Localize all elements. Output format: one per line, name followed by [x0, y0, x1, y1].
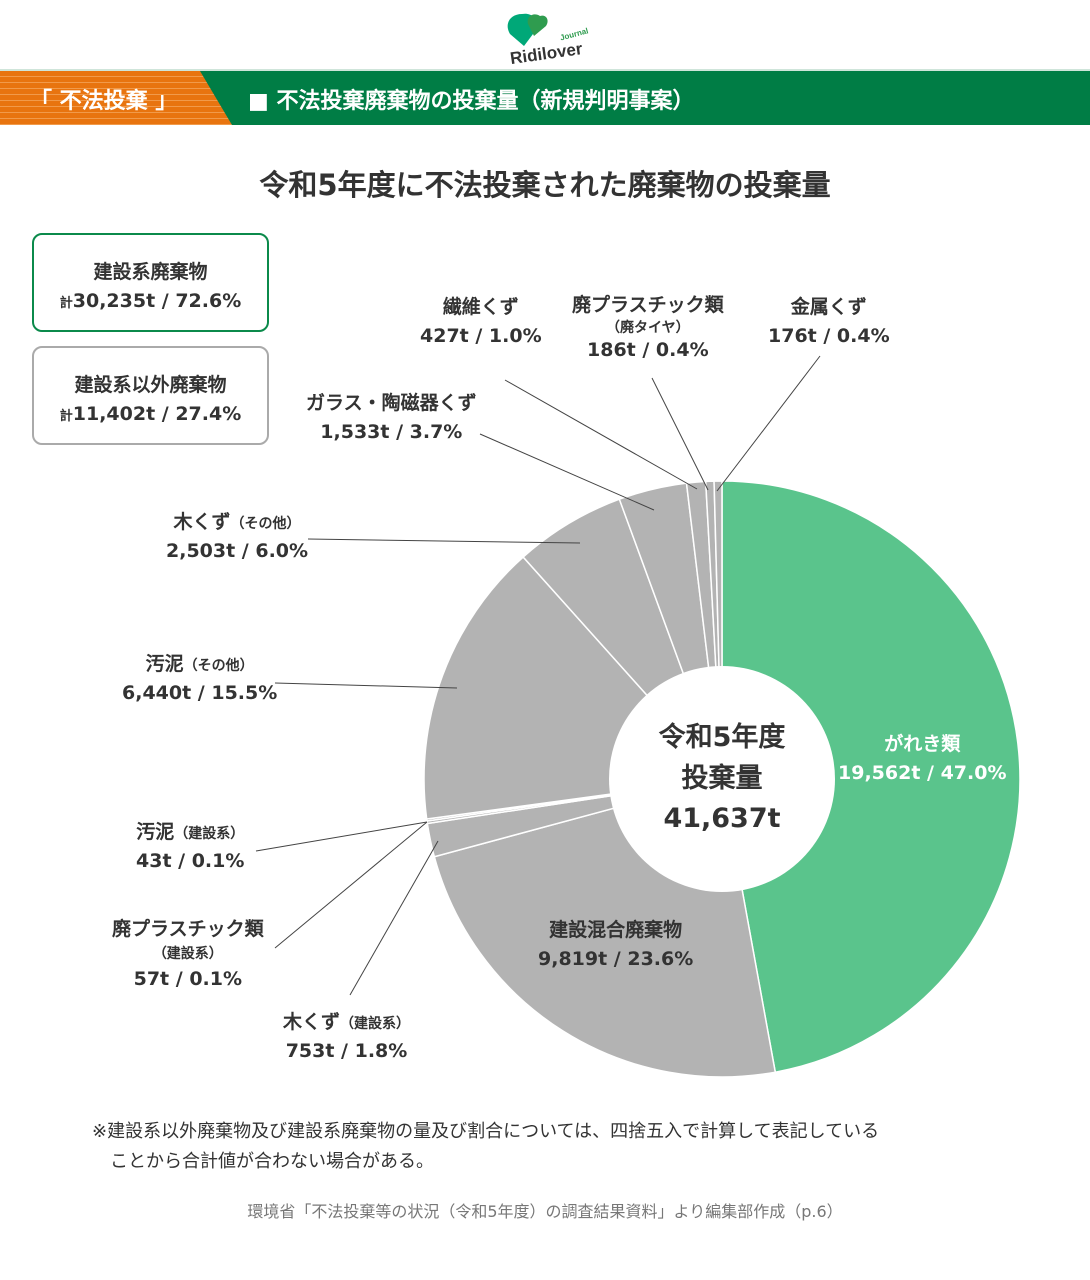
label-sludge-construction: 汚泥（建設系） 43t / 0.1%	[136, 821, 245, 872]
label-construction-mixed: 建設混合廃棄物 9,819t / 23.6%	[538, 919, 694, 970]
label-metal: 金属くず 176t / 0.4%	[768, 296, 890, 347]
leader-line	[651, 377, 709, 491]
ridilover-logo: Ridilover Journal	[507, 13, 589, 65]
leader-line	[716, 355, 821, 492]
section-banner: 「 不法投棄 」 ■ 不法投棄廃棄物の投棄量（新規判明事案）	[0, 69, 1090, 125]
center-total: 令和5年度 投棄量 41,637t	[658, 722, 786, 834]
leader-line	[274, 682, 458, 689]
group-total: 計30,235t / 72.6%	[59, 290, 242, 312]
category-tag-bg: 「 不法投棄 」	[0, 71, 232, 125]
leader-line	[307, 538, 581, 544]
pie-slice	[721, 480, 1021, 1074]
group-box-non-construction: 建設系以外廃棄物 計11,402t / 27.4%	[32, 346, 269, 445]
label-wood-construction: 木くず（建設系） 753t / 1.8%	[283, 1011, 411, 1062]
group-name: 建設系以外廃棄物	[74, 374, 227, 396]
leader-line	[349, 840, 439, 996]
label-sludge-other: 汚泥（その他） 6,440t / 15.5%	[122, 653, 278, 704]
leader-line	[255, 821, 428, 852]
chart-title: 令和5年度に不法投棄された廃棄物の投棄量	[259, 168, 831, 202]
section-title: ■ 不法投棄廃棄物の投棄量（新規判明事案）	[248, 89, 695, 114]
donut-hole	[609, 666, 835, 892]
label-wood-other: 木くず（その他） 2,503t / 6.0%	[166, 511, 309, 562]
footnote: ※建設系以外廃棄物及び建設系廃棄物の量及び割合については、四捨五入で計算して表記…	[92, 1121, 880, 1172]
label-gareki: がれき類 19,562t / 47.0%	[838, 733, 1007, 784]
label-fiber: 繊維くず 427t / 1.0%	[420, 296, 542, 347]
leader-line	[504, 379, 698, 490]
label-glass-ceramic: ガラス・陶磁器くず 1,533t / 3.7%	[306, 392, 477, 443]
leader-line	[479, 433, 655, 511]
leader-line	[274, 821, 428, 949]
label-tire: 廃プラスチック類 （廃タイヤ） 186t / 0.4%	[572, 294, 724, 361]
category-tag: 「 不法投棄 」	[30, 89, 178, 114]
label-plastic-construction: 廃プラスチック類 （建設系） 57t / 0.1%	[112, 918, 264, 990]
source-credit: 環境省「不法投棄等の状況（令和5年度）の調査結果資料」より編集部作成（p.6）	[247, 1202, 843, 1221]
group-box-construction: 建設系廃棄物 計30,235t / 72.6%	[32, 233, 269, 332]
group-name: 建設系廃棄物	[93, 261, 208, 283]
group-total: 計11,402t / 27.4%	[59, 403, 242, 425]
